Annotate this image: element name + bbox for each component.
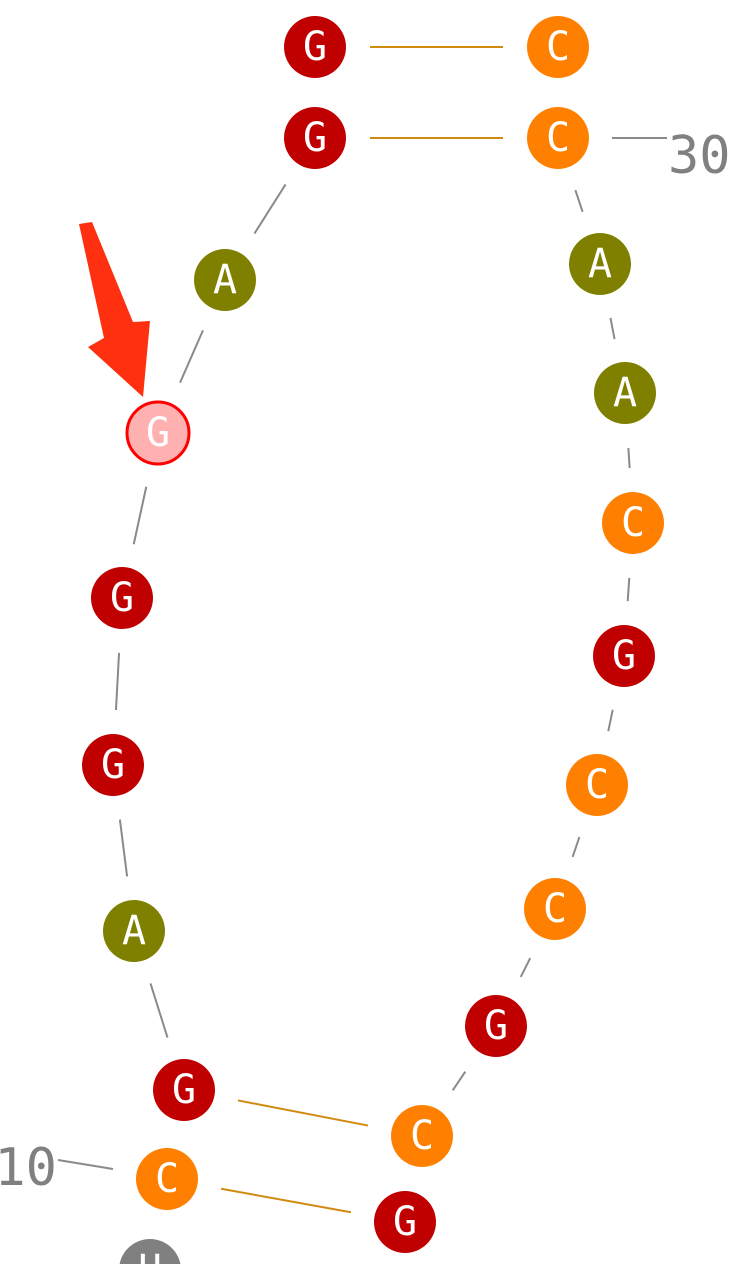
- nucleotide-g: G: [284, 107, 346, 169]
- backbone-link: [627, 447, 631, 469]
- nucleotide-c: C: [602, 492, 664, 554]
- nucleotide-letter: C: [546, 24, 570, 70]
- nucleotide-circle: [569, 233, 631, 295]
- nucleotide-letter: G: [303, 24, 327, 70]
- nucleotide-g: G: [284, 16, 346, 78]
- backbone-link: [571, 836, 581, 858]
- backbone-link: [609, 317, 616, 340]
- nucleotide-g: G: [153, 1059, 215, 1121]
- position-label-layer: 10 30: [0, 126, 731, 1198]
- nucleotide-circle: [82, 734, 144, 796]
- nucleotide-letter: C: [585, 762, 609, 808]
- backbone-link: [114, 652, 121, 711]
- backbone-link: [132, 486, 148, 545]
- nucleotide-c: C: [527, 107, 589, 169]
- nucleotide-a: A: [594, 362, 656, 424]
- nucleotide-letter: G: [393, 1199, 417, 1245]
- nucleotide-circle: [465, 995, 527, 1057]
- pointer-arrow-icon: [79, 222, 150, 397]
- nucleotide-letter: G: [172, 1067, 196, 1113]
- nucleotide-circle: [91, 567, 153, 629]
- nucleotide-letter: A: [613, 370, 637, 416]
- nucleotide-g: G: [82, 734, 144, 796]
- nucleotide-c: C: [524, 878, 586, 940]
- backbone-link: [626, 577, 631, 602]
- nucleotide-c: C: [566, 754, 628, 816]
- nucleotide-letter: G: [110, 575, 134, 621]
- nucleotide-letter: G: [612, 633, 636, 679]
- nucleotide-circle: [602, 492, 664, 554]
- backbone-link: [574, 189, 584, 213]
- backbone-link: [607, 709, 614, 732]
- position-label: 30: [668, 126, 731, 186]
- nucleotide-c: C: [136, 1148, 198, 1210]
- nucleotide-letter: U: [138, 1247, 162, 1264]
- backbone-link: [179, 329, 204, 384]
- nucleotide-letter: G: [303, 115, 327, 161]
- nucleotide-circle: [566, 754, 628, 816]
- nucleotide-letter: C: [410, 1113, 434, 1159]
- nucleotide-circle: [153, 1059, 215, 1121]
- nucleotide-g: G: [374, 1191, 436, 1253]
- nucleotide-letter: A: [588, 241, 612, 287]
- nucleotide-letter: A: [213, 257, 237, 303]
- position-label: 10: [0, 1138, 57, 1198]
- nucleotide-letter: C: [543, 886, 567, 932]
- nucleotide-circle: [524, 878, 586, 940]
- nucleotide-circle: [103, 900, 165, 962]
- nucleotide-g: G: [593, 625, 655, 687]
- nucleotide-g: G: [91, 567, 153, 629]
- backbone-link: [451, 1071, 467, 1091]
- nucleotide-letter: G: [484, 1003, 508, 1049]
- nucleotide-c: C: [527, 16, 589, 78]
- nucleotide-c: C: [391, 1105, 453, 1167]
- nucleotide-circle: [136, 1148, 198, 1210]
- nucleotide-letter: C: [546, 115, 570, 161]
- nucleotide-highlighted: G: [125, 400, 191, 466]
- nucleotide-a: A: [103, 900, 165, 962]
- nucleotide-letter: G: [101, 742, 125, 788]
- nucleotide-circle: [284, 16, 346, 78]
- backbone-link: [519, 957, 532, 978]
- nucleotide-circle: [593, 625, 655, 687]
- nucleotide-u: U: [119, 1239, 181, 1264]
- nucleotide-circle: [527, 16, 589, 78]
- base-pair-link: [237, 1099, 369, 1127]
- nucleotide-circle: [119, 1239, 181, 1264]
- backbone-link: [149, 983, 169, 1038]
- nucleotide-letter: C: [155, 1156, 179, 1202]
- nucleotide-letter: C: [621, 500, 645, 546]
- nucleotide-circle: [391, 1105, 453, 1167]
- nucleotide-g: G: [465, 995, 527, 1057]
- nucleotide-circle: [374, 1191, 436, 1253]
- backbone-link: [253, 183, 287, 235]
- base-pair-link: [220, 1187, 352, 1214]
- base-pair-layer: [220, 46, 503, 1214]
- nucleotide-letter: G: [146, 410, 170, 456]
- nucleotide-a: A: [194, 249, 256, 311]
- nucleotide-a: A: [569, 233, 631, 295]
- nucleotide-circle: [594, 362, 656, 424]
- position-label-tick: [57, 1159, 114, 1170]
- nucleotide-circle: [194, 249, 256, 311]
- nucleotide-letter: A: [122, 908, 146, 954]
- nucleotide-circle: [125, 400, 191, 466]
- nucleotide-circle: [527, 107, 589, 169]
- backbone-link: [118, 819, 129, 877]
- nucleotide-layer: UCGAGGGAGGCCAACGCCGCG: [82, 16, 664, 1264]
- nucleotide-circle: [284, 107, 346, 169]
